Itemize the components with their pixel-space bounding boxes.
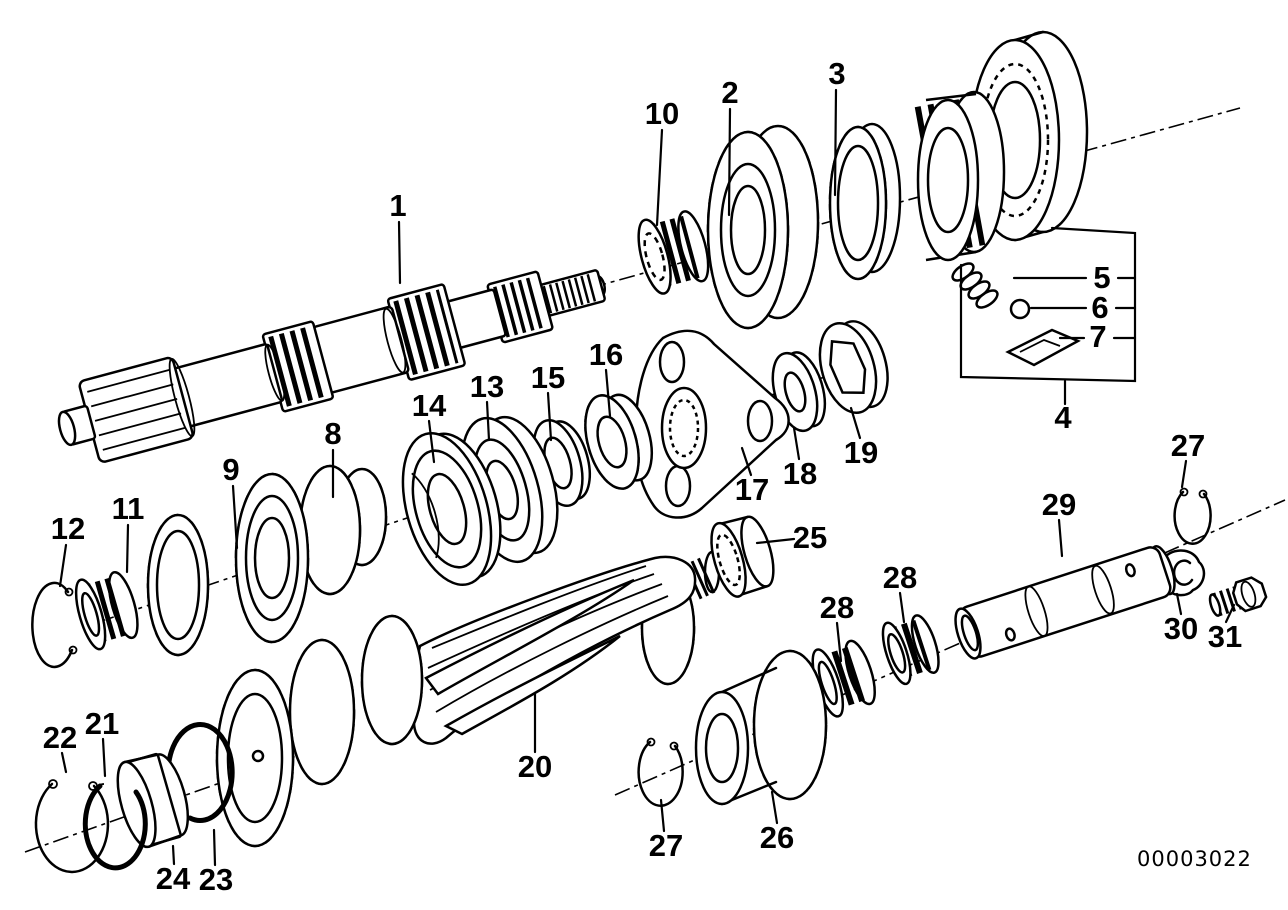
part-label-21[interactable]: 21 [85, 706, 119, 741]
part-label-2[interactable]: 2 [721, 75, 738, 110]
part-26-reverse-idler-gear [694, 649, 828, 806]
part-label-25[interactable]: 25 [793, 520, 827, 555]
part-label-29[interactable]: 29 [1042, 487, 1076, 522]
part-12-snap-ring [31, 581, 78, 669]
part-27-circlip-top [1173, 487, 1212, 545]
part-25-bearing-bush [710, 515, 775, 598]
part-19-collar-nut [818, 320, 889, 415]
part-4-clutch-hub [914, 90, 1006, 262]
part-5-spring [951, 262, 999, 309]
part-label-19[interactable]: 19 [844, 435, 878, 470]
part-label-6[interactable]: 6 [1091, 290, 1108, 325]
part-label-20[interactable]: 20 [518, 749, 552, 784]
part-label-12[interactable]: 12 [51, 511, 85, 546]
part-31-bolt [1208, 576, 1268, 617]
part-label-31[interactable]: 31 [1208, 619, 1242, 654]
part-label-15[interactable]: 15 [531, 360, 565, 395]
part-22-snap-ring [34, 779, 110, 874]
part-label-4[interactable]: 4 [1054, 400, 1072, 435]
part-29-idler-shaft [954, 544, 1176, 660]
part-14-ball-bearing [401, 431, 502, 587]
part-label-27-bottom[interactable]: 27 [649, 828, 683, 863]
part-27-circlip-bottom [637, 737, 684, 807]
part-2-gear [706, 124, 820, 330]
part-label-8[interactable]: 8 [324, 416, 341, 451]
part-11-needle-bearing [74, 570, 139, 651]
part-28-needle-cage-left [811, 639, 876, 718]
part-label-16[interactable]: 16 [589, 337, 623, 372]
part-label-7[interactable]: 7 [1089, 319, 1106, 354]
part-6-ball [1009, 298, 1031, 320]
part-24-sleeve [116, 752, 190, 849]
part-8-gear [234, 464, 388, 644]
part-7-thrust-piece [1005, 328, 1081, 367]
leader-lines [58, 88, 1236, 867]
part-20-countershaft [215, 550, 721, 848]
part-10-needle-bearing [637, 210, 710, 295]
part-label-14[interactable]: 14 [412, 388, 447, 423]
diagram-id-code: 00003022 [1137, 847, 1252, 871]
part-label-24[interactable]: 24 [156, 861, 191, 896]
part-label-26[interactable]: 26 [760, 820, 794, 855]
part-label-18[interactable]: 18 [783, 456, 817, 491]
part-label-27-top[interactable]: 27 [1171, 428, 1205, 463]
part-1-main-shaft [57, 269, 607, 463]
part-3-baulk-ring [828, 122, 902, 281]
part-label-11[interactable]: 11 [112, 491, 145, 526]
part-label-10[interactable]: 10 [645, 96, 679, 131]
part-label-22[interactable]: 22 [43, 720, 77, 755]
callout-labels: 1 2 3 4 5 6 7 8 9 10 11 12 13 14 15 16 1… [43, 56, 1242, 897]
part-28-needle-cage-right [881, 614, 940, 686]
group-bracket-4 [959, 226, 1137, 406]
part-label-1[interactable]: 1 [389, 188, 406, 223]
part-label-30[interactable]: 30 [1164, 611, 1198, 646]
part-label-13[interactable]: 13 [470, 369, 504, 404]
part-16-thrust-washer [584, 393, 654, 490]
part-label-28-right[interactable]: 28 [883, 560, 917, 595]
part-17-output-flange [634, 329, 790, 519]
part-label-9[interactable]: 9 [222, 452, 239, 487]
part-9-synchro-ring [146, 513, 210, 657]
part-label-17[interactable]: 17 [735, 472, 769, 507]
part-label-23[interactable]: 23 [199, 862, 233, 897]
part-21-circlip [82, 783, 148, 871]
part-label-5[interactable]: 5 [1093, 260, 1110, 295]
part-label-28-left[interactable]: 28 [820, 590, 854, 625]
part-label-3[interactable]: 3 [828, 56, 845, 91]
